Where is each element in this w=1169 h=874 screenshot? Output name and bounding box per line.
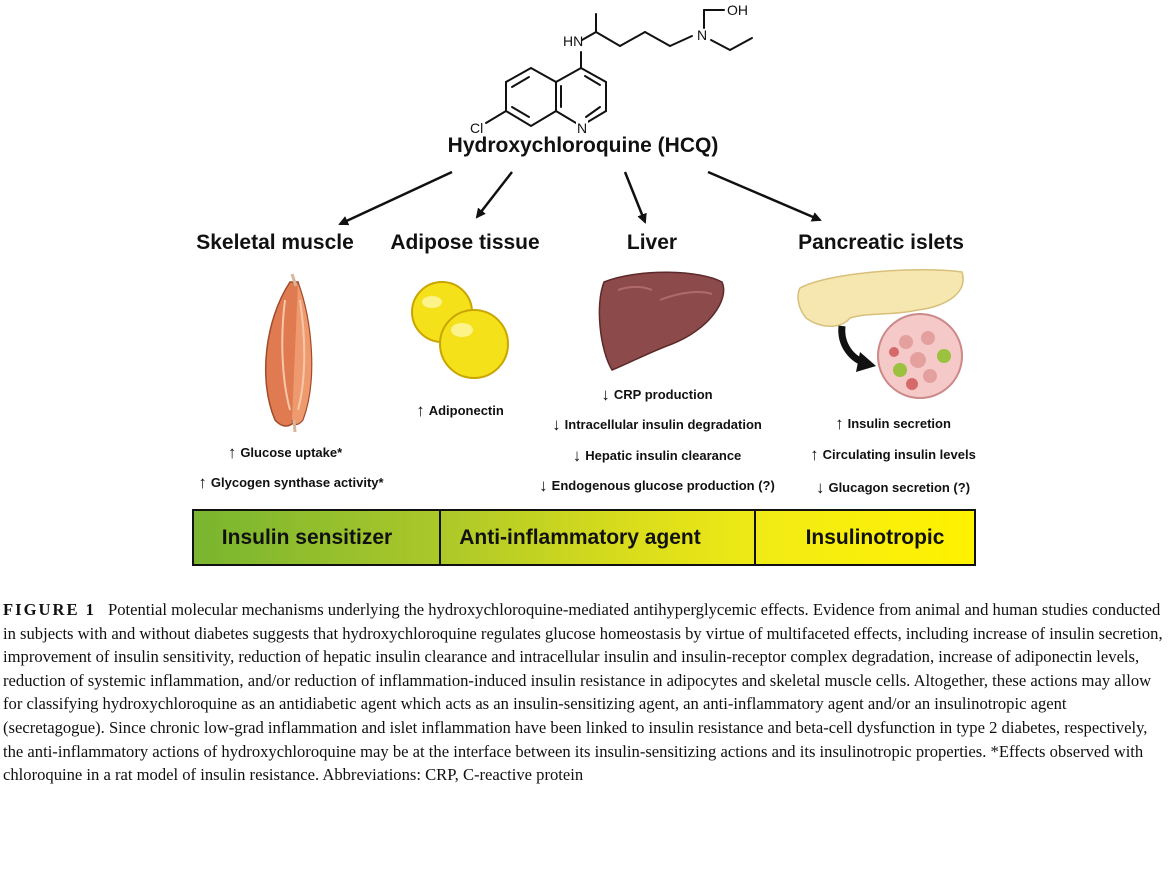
hcq-structure-icon: [485, 9, 753, 128]
effect-liver-4: ↓Endogenous glucose production (?): [539, 476, 775, 495]
atom-n-amine: N: [697, 27, 708, 43]
up-arrow-icon: ↑: [835, 414, 844, 433]
arrow-to-liver: [623, 171, 647, 224]
pancreas-islet-icon: [797, 268, 964, 399]
bar-label-insulinotropic: Insulinotropic: [805, 525, 945, 549]
atom-hn: HN: [563, 33, 584, 49]
down-arrow-icon: ↓: [552, 415, 561, 434]
bar-divider-left: [439, 511, 441, 564]
classification-bar: Insulin sensitizer Anti-inflammatory age…: [192, 509, 976, 566]
down-arrow-icon: ↓: [601, 385, 610, 404]
muscle-icon: [264, 273, 313, 433]
effect-liver-3: ↓Hepatic insulin clearance: [572, 446, 742, 465]
adipocyte-icon: [411, 281, 509, 379]
hcq-mechanism-diagram: HN N OH Cl N Hydroxychloroquine (HCQ): [196, 2, 976, 542]
figure-label: FIGURE 1: [3, 600, 96, 619]
target-title-adipose: Adipose tissue: [390, 231, 540, 254]
atom-oh: OH: [727, 2, 748, 18]
bar-label-insulin-sensitizer: Insulin sensitizer: [221, 525, 393, 549]
effect-pancreas-3: ↓Glucagon secretion (?): [815, 478, 971, 497]
effect-muscle-1: ↑Glucose uptake*: [227, 443, 343, 462]
effect-pancreas-2: ↑Circulating insulin levels: [810, 445, 976, 464]
effect-liver-2: ↓Intracellular insulin degradation: [552, 415, 762, 434]
bar-divider-right: [754, 511, 756, 564]
drug-to-target-arrows: [264, 170, 964, 542]
up-arrow-icon: ↑: [198, 473, 207, 492]
effect-liver-1: ↓CRP production: [601, 385, 713, 404]
atom-cl: Cl: [470, 120, 484, 136]
arrow-to-adipose: [475, 171, 513, 219]
up-arrow-icon: ↑: [416, 401, 425, 420]
down-arrow-icon: ↓: [815, 478, 825, 497]
up-arrow-icon: ↑: [227, 443, 237, 462]
target-title-liver: Liver: [626, 231, 678, 254]
effect-pancreas-1: ↑Insulin secretion: [835, 414, 951, 433]
arrow-to-pancreas: [707, 170, 822, 222]
down-arrow-icon: ↓: [572, 446, 582, 465]
down-arrow-icon: ↓: [539, 476, 548, 495]
caption-text: Potential molecular mechanisms underlyin…: [3, 600, 1163, 785]
bar-label-anti-inflammatory: Anti-inflammatory agent: [459, 525, 701, 549]
liver-icon: [598, 271, 725, 371]
effect-adipose-1: ↑Adiponectin: [416, 401, 504, 420]
up-arrow-icon: ↑: [810, 445, 819, 464]
effect-muscle-2: ↑Glycogen synthase activity*: [198, 473, 384, 492]
drug-title: Hydroxychloroquine (HCQ): [447, 134, 719, 157]
target-title-muscle: Skeletal muscle: [196, 231, 354, 254]
arrow-to-muscle: [338, 170, 453, 226]
atom-n-ring: N: [576, 120, 589, 136]
target-title-pancreas: Pancreatic islets: [798, 231, 964, 254]
